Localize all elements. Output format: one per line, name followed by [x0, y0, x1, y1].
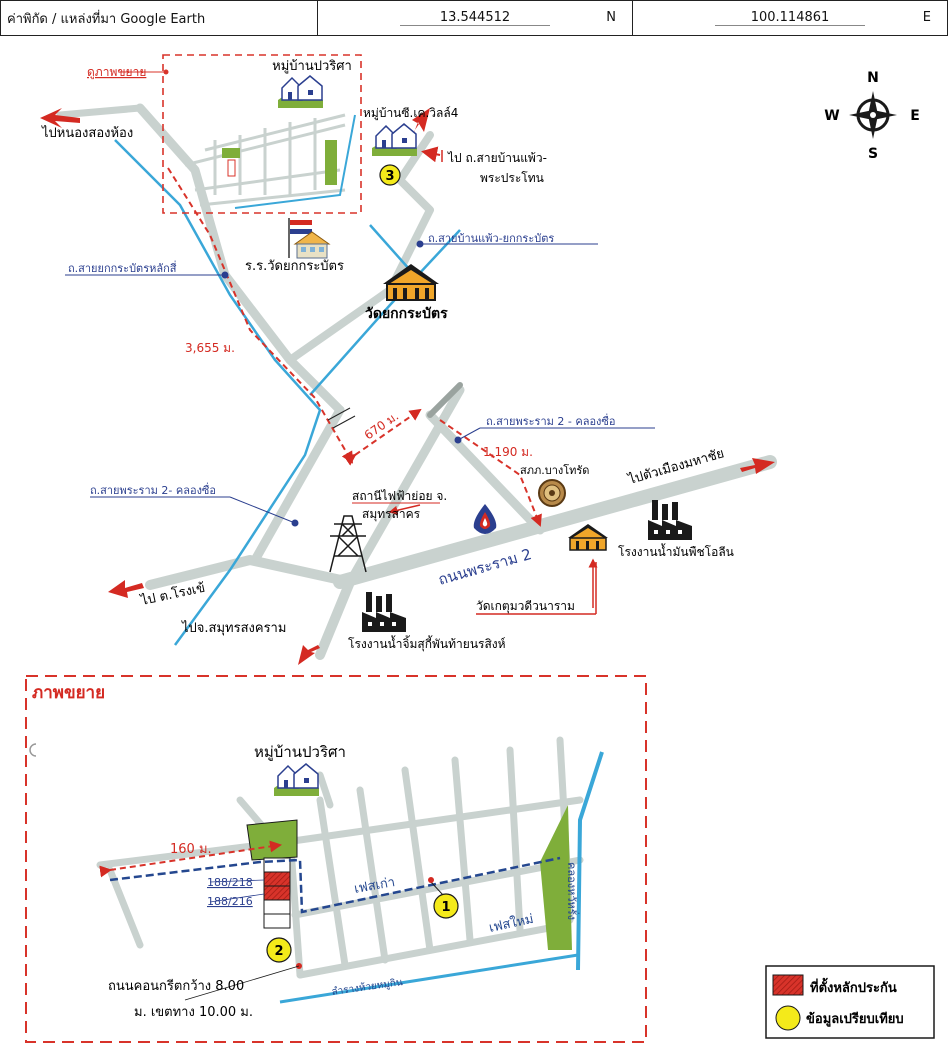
enlarge-area-roads	[184, 113, 346, 207]
latitude-value: 13.544512	[400, 10, 550, 26]
concrete-road-label-2: ม. เขตทาง 10.00 ม.	[134, 1005, 253, 1020]
main-canals	[114, 139, 461, 646]
road-to-samutsongkhram	[315, 577, 355, 660]
to-baanphaew-label-1: ไป ถ.สายบ้านแพ้ว-	[447, 151, 547, 165]
route-3655	[167, 167, 354, 464]
comparison-marker-2-label: 2	[274, 944, 283, 959]
comparison-marker-3	[379, 164, 401, 186]
police-badge-icon	[538, 479, 566, 507]
canal-right-label: คลองหวัหรั่ง	[565, 862, 580, 920]
arrow-to-mahachai	[740, 458, 775, 474]
legend-comparison-label: ข้อมูลเปรียบเทียบ	[806, 1011, 904, 1027]
factory-icon-oil	[648, 500, 692, 540]
comparison-marker-3-label: 3	[385, 169, 394, 184]
plot-188-218-label: 188/218	[207, 876, 253, 889]
factory-icon-sauce	[362, 592, 406, 632]
collateral-plot-188-216	[263, 885, 291, 901]
legend: ที่ตั้งหลักประกัน ข้อมูลเปรียบเทียบ	[765, 965, 935, 1039]
rd-rama2-klong-left-label: ถ.สายพระราม 2- คลองซื่อ	[90, 482, 216, 497]
village-icon-inset	[274, 763, 319, 796]
coordinate-source-label: ค่าพิกัด / แหล่งที่มา Google Earth	[1, 1, 318, 35]
inset-canal-right	[576, 751, 604, 971]
power-tower-icon	[329, 515, 367, 573]
distance-3655-label: 3,655 ม.	[185, 341, 235, 355]
road-rama2-klong-right	[425, 410, 545, 535]
inset-roads	[96, 736, 584, 979]
phase-old-label: เฟสเก่า	[353, 875, 396, 897]
road-to-rongkhe	[145, 555, 355, 590]
oil-factory-label: โรงงานน้ำมันพืชโอลีน	[618, 543, 734, 559]
enlarge-title: ภาพขยาย	[32, 683, 105, 703]
route-160	[99, 840, 282, 878]
longitude-direction: E	[922, 10, 931, 25]
rd-yok-laksi-label: ถ.สายยกกระบัตรหลักสี่	[68, 260, 177, 275]
enlarge-area-box	[162, 54, 362, 214]
legend-comparison-swatch	[775, 1005, 801, 1031]
enlarge-inset-box	[25, 675, 647, 1043]
road-to-ck	[286, 131, 434, 364]
green-plot-top	[246, 819, 298, 861]
compass-w: W	[824, 108, 839, 124]
substation-label-2: สมุทรสาคร	[362, 507, 421, 522]
bridge-icon	[327, 407, 356, 429]
sauce-factory-label: โรงงานน้ำจิ้มสุกี้พันท้ายนรสิงห์	[348, 635, 506, 652]
concrete-road-label-1: ถนนคอนกรีตกว้าง 8.00	[108, 978, 244, 994]
substation-label-1: สถานีไฟฟ้าย่อย จ.	[352, 489, 447, 503]
arrow-to-rongkhe	[108, 580, 144, 598]
road-rama2-klong-left	[250, 405, 345, 565]
distance-160-label: 160 ม.	[170, 842, 212, 857]
canal-bottom-label: ลำรางห้วยหมูกิน	[331, 976, 404, 998]
village-icon-pawrisa	[278, 75, 323, 108]
enlarge-link-label[interactable]: ดูภาพขยาย	[87, 65, 146, 80]
green-plot-right	[540, 805, 572, 950]
to-nongsonghong-label: ไปหนองสองห้อง	[41, 125, 133, 141]
village-pawrisa-label: หมู่บ้านปวริศา	[272, 59, 352, 74]
to-baanphaew-label-2: พระประโทน	[480, 171, 544, 185]
village-ck-label: หมู่บ้านซี.เค.วิลล์4	[363, 106, 458, 121]
comparison-marker-1-label: 1	[441, 900, 450, 915]
rd-baanphaew-yok-label: ถ.สายบ้านแพ้ว-ยกกระบัตร	[428, 232, 554, 245]
collateral-plot-188-218	[263, 871, 291, 887]
route-1190	[439, 419, 542, 527]
inset-plots	[263, 857, 291, 929]
arrow-to-nongsonghong	[40, 108, 80, 128]
location-map: N S E W 3 ดูภาพขยาย หมู่บ้านปวริศา หมู่บ…	[25, 54, 935, 1043]
route-670	[343, 408, 422, 466]
police-label: สภภ.บางโทรัด	[520, 463, 589, 477]
longitude-cell: 100.114861 E	[633, 1, 947, 35]
latitude-cell: 13.544512 N	[318, 1, 633, 35]
comparison-marker-2	[266, 937, 292, 963]
latitude-direction: N	[606, 10, 616, 25]
legend-collateral-swatch	[772, 974, 804, 996]
compass-rose	[849, 91, 897, 139]
compass-e: E	[910, 108, 920, 124]
road-rama2	[333, 455, 777, 589]
coordinate-header: ค่าพิกัด / แหล่งที่มา Google Earth 13.54…	[0, 0, 948, 36]
comparison-marker-1	[433, 893, 459, 919]
distance-1190-label: 1,190 ม.	[483, 445, 533, 459]
to-samutsongkhram-label: ไปจ.สมุทรสงคราม	[181, 620, 286, 636]
inset-canal-bottom	[279, 953, 579, 1004]
village-pawrisa-inset-label: หมู่บ้านปวริศา	[254, 743, 346, 761]
school-icon	[288, 218, 331, 259]
rd-rama2-klong-right-label: ถ.สายพระราม 2 - คลองซื่อ	[486, 413, 616, 428]
legend-collateral-label: ที่ตั้งหลักประกัน	[810, 977, 897, 996]
village-icon-ck	[372, 123, 417, 156]
temple-icon-yok	[383, 264, 439, 301]
plot-188-216-label: 188/216	[207, 895, 253, 908]
compass-n: N	[867, 70, 879, 86]
compass-s: S	[868, 146, 878, 162]
temple-ketu-label: วัดเกตุมวดีวนาราม	[476, 599, 575, 614]
route-dashed-lines	[167, 167, 542, 527]
gas-station-icon	[473, 504, 497, 534]
school-label: ร.ร.วัดยกกระบัตร	[245, 259, 344, 274]
temple-yok-label: วัดยกกระบัตร	[365, 306, 448, 322]
temple-icon-ketu	[568, 524, 608, 551]
blue-leaders	[65, 240, 655, 527]
arrow-to-samutsongkhram	[298, 645, 320, 665]
longitude-value: 100.114861	[715, 10, 865, 26]
